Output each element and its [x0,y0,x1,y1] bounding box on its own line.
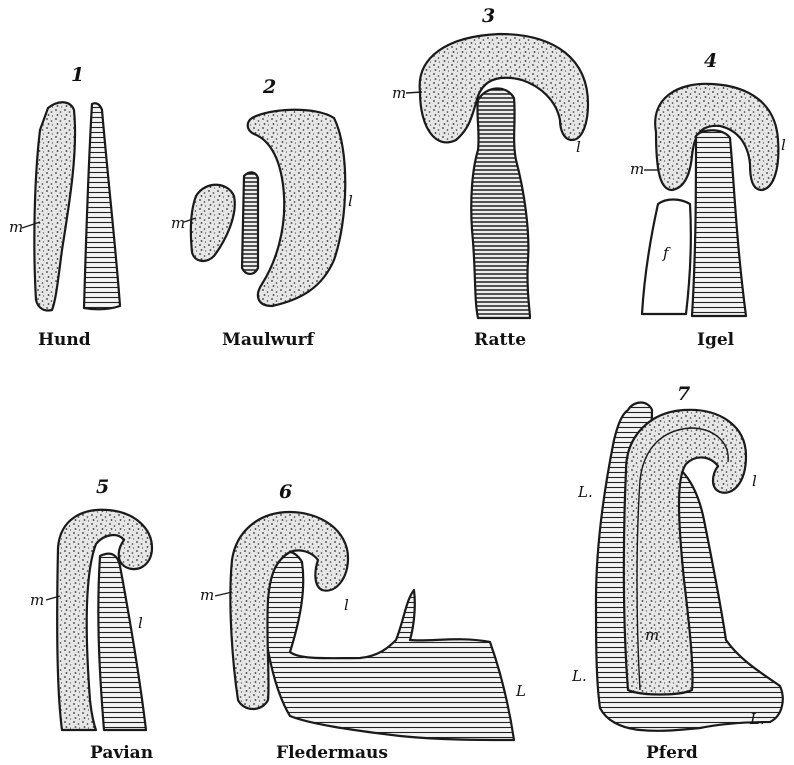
hatched-shape [84,103,120,309]
figure-7: 7 L. l m L. L. Pferd [571,383,783,763]
figure-caption: Maulwurf [222,330,316,350]
label-l: l [576,138,581,156]
figure-number: 4 [704,50,717,72]
hatched-shape [242,172,258,274]
label-m-leader [406,92,422,93]
stippled-shape-m [191,185,235,261]
figure-2: 2 m l Maulwurf [171,76,353,350]
figure-1: 1 m Hund [9,64,120,350]
figure-caption: Hund [38,330,91,350]
label-m: m [630,160,644,178]
label-L-left: L. [571,667,587,685]
label-L: L [515,682,526,700]
hatched-shape-l [98,554,146,730]
label-l: l [348,192,353,210]
hatched-base-L [264,552,514,741]
label-m: m [645,626,659,644]
figure-caption: Fledermaus [276,743,388,763]
figure-6: 6 m l L Fledermaus [200,481,526,763]
label-L-lower: L. [749,710,765,728]
figure-3: 3 m l Ratte [392,5,588,350]
figure-number: 2 [262,76,276,98]
label-l: l [752,472,757,490]
figure-number: 5 [96,476,109,498]
figure-number: 1 [71,64,84,86]
figure-caption: Igel [697,330,735,350]
figure-caption: Ratte [474,330,526,350]
figure-caption: Pferd [646,743,698,763]
label-m: m [200,586,214,604]
hatched-stem [692,130,746,316]
figure-4: 4 m l f Igel [630,50,786,350]
stippled-shape-m [34,102,75,310]
figure-number: 6 [279,481,292,503]
stippled-shape-l [248,110,346,306]
figure-number: 3 [482,5,495,27]
figure-caption: Pavian [90,743,153,763]
label-l: l [781,136,786,154]
hatched-stem [471,88,530,318]
label-m: m [30,591,44,609]
label-m: m [392,84,406,102]
figure-number: 7 [677,383,690,405]
figure-5: 5 m l Pavian [30,476,153,763]
label-l: l [344,596,349,614]
label-l: l [138,614,143,632]
label-m: m [171,214,185,232]
label-m: m [9,218,23,236]
label-L-upper: L. [577,483,593,501]
